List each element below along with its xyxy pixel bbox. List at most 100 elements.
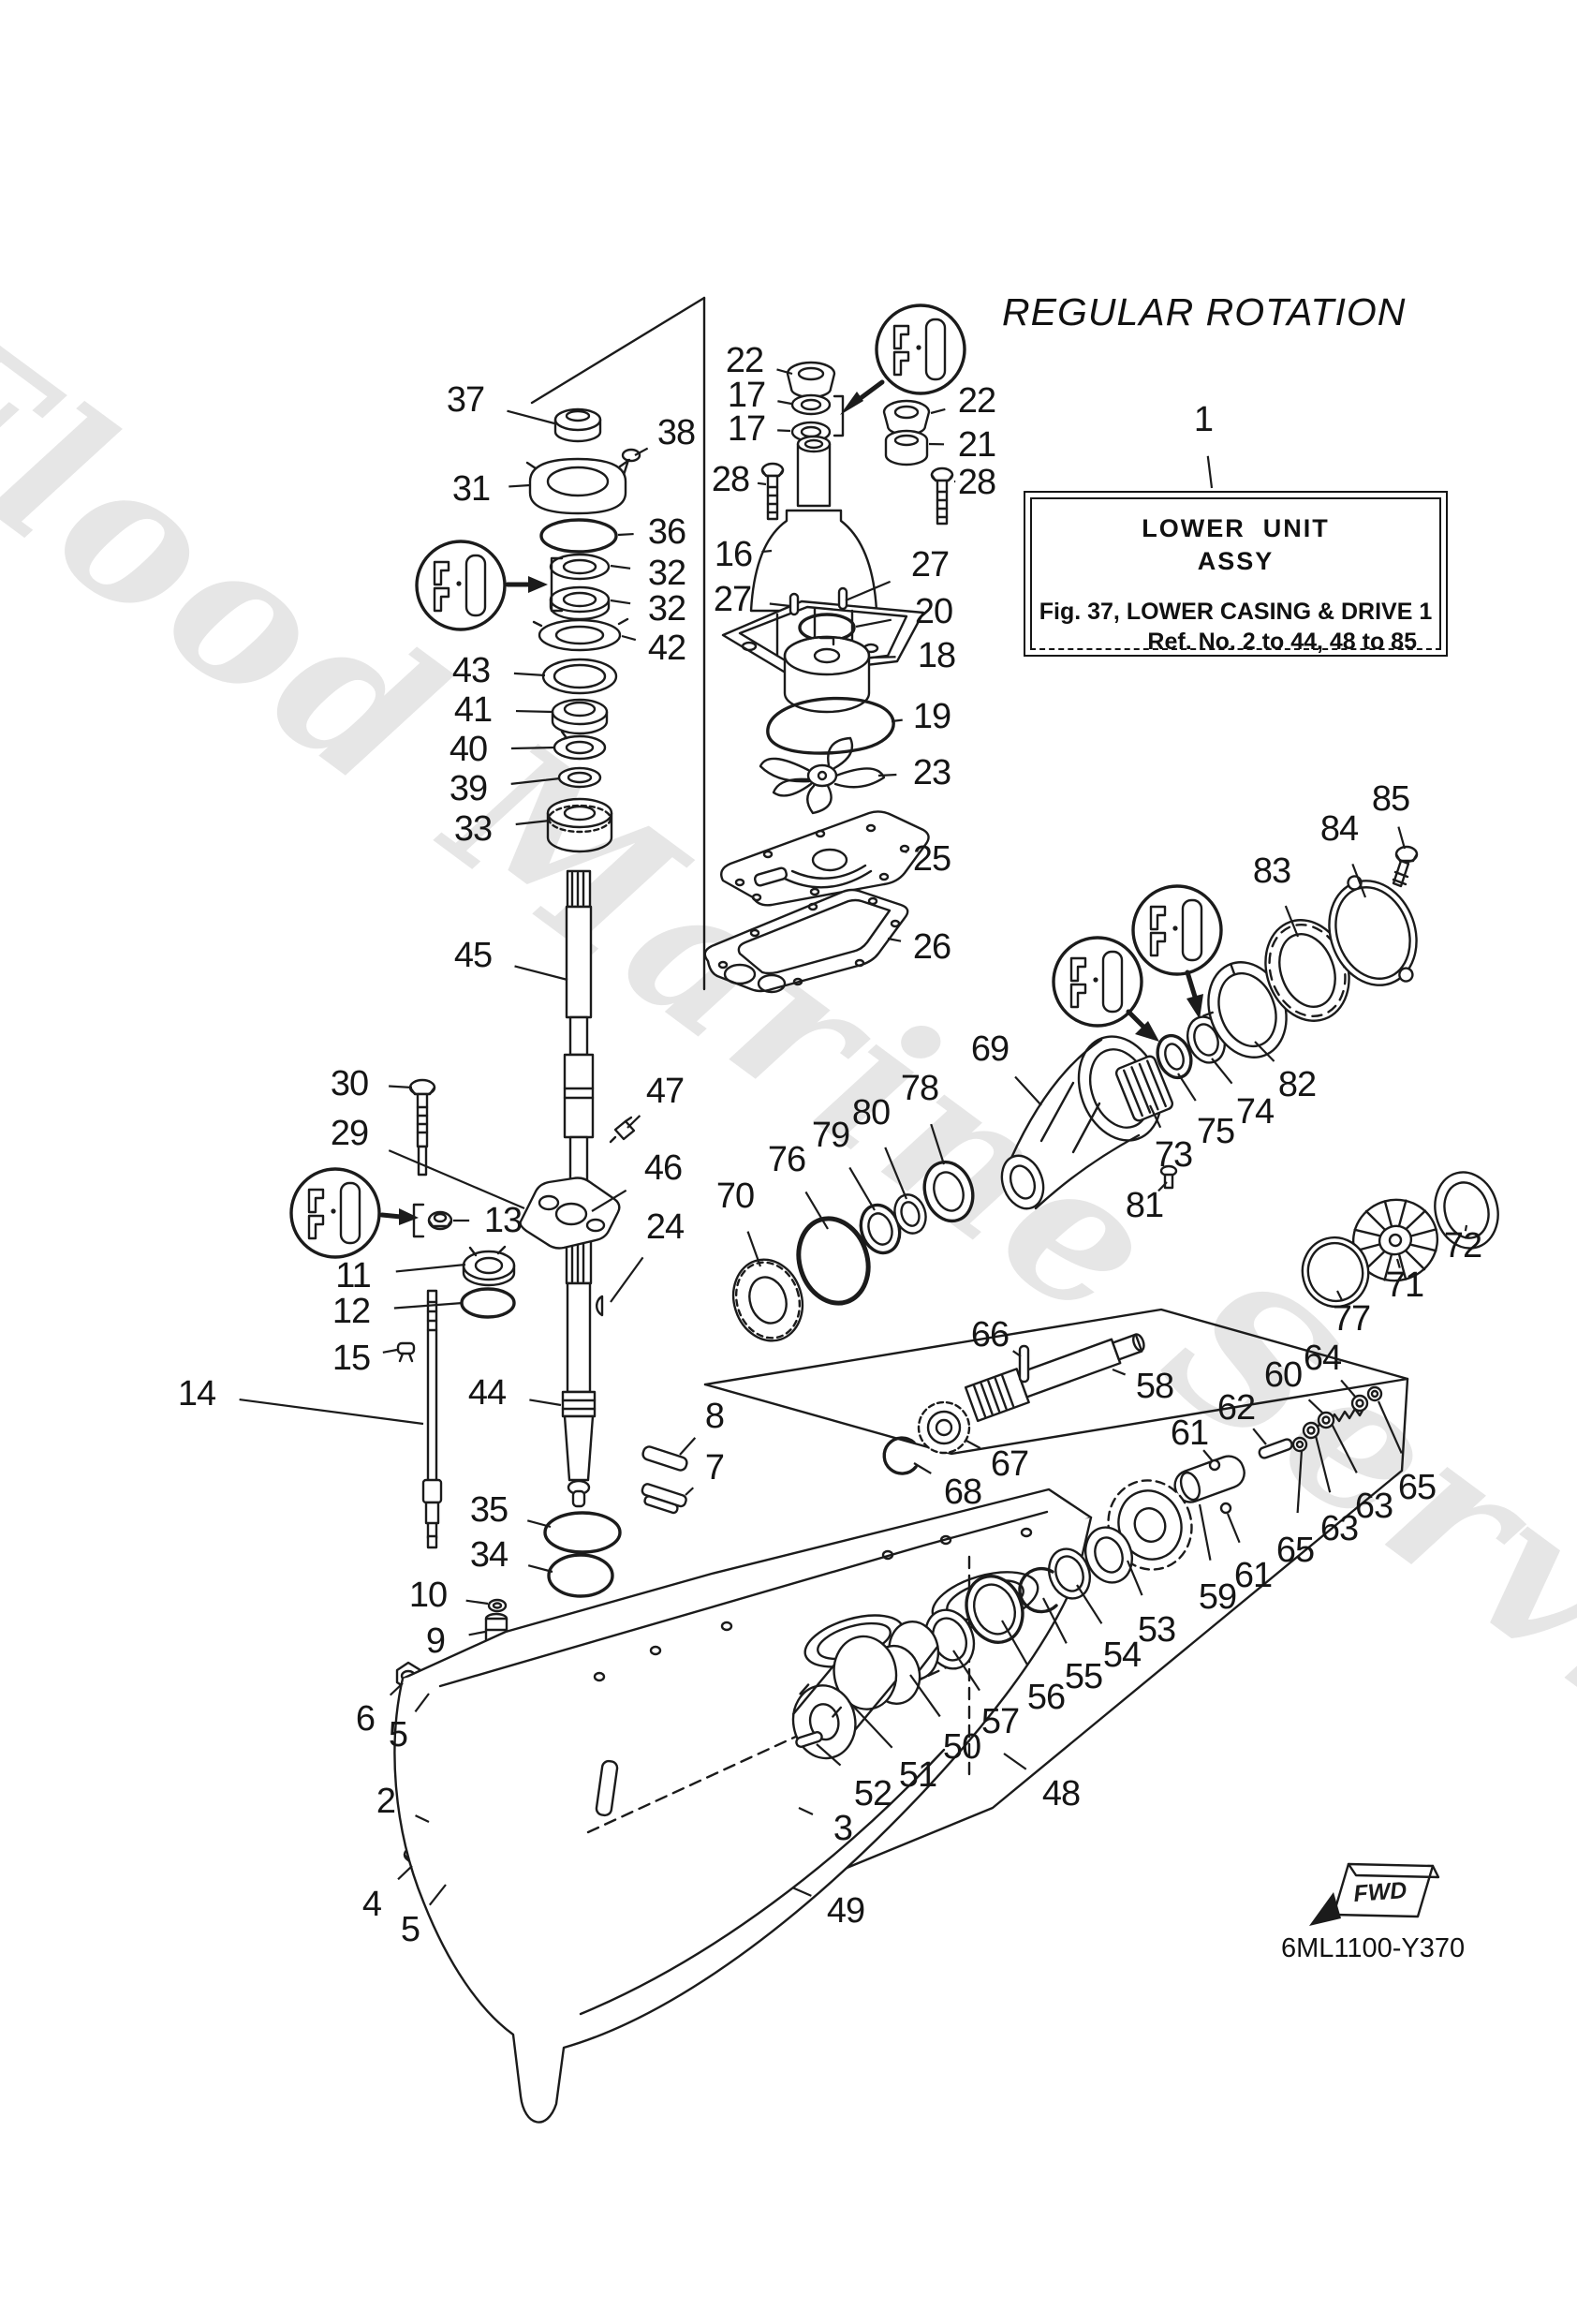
callout-56: 56 [1026,1678,1066,1717]
callout-63: 63 [1354,1487,1393,1526]
callout-34: 34 [469,1535,508,1575]
callout-52: 52 [853,1774,892,1813]
callout-10: 10 [408,1576,448,1615]
callout-37: 37 [446,380,485,420]
callout-63: 63 [1319,1509,1359,1548]
fwd-label: FWD [1352,1877,1408,1907]
callout-75: 75 [1196,1112,1235,1151]
leader-line-65 [1377,1400,1403,1454]
leader-line-27 [845,580,892,602]
callout-51: 51 [898,1755,937,1795]
callout-61: 61 [1170,1414,1209,1453]
callout-43: 43 [451,651,491,690]
leader-line-57 [952,1650,980,1692]
leader-line-38 [634,447,649,456]
leader-line-80 [884,1147,908,1200]
leader-line-77 [1336,1290,1344,1302]
callout-59: 59 [1198,1577,1237,1617]
leader-line-85 [1397,826,1407,850]
callout-41: 41 [453,690,493,730]
leader-line-17 [777,400,792,406]
leader-line-32 [610,599,631,605]
callout-49: 49 [826,1891,865,1931]
callout-76: 76 [767,1140,806,1179]
leader-line-49 [791,1886,812,1897]
callout-46: 46 [643,1148,683,1188]
callout-21: 21 [957,425,996,465]
leader-line-50 [909,1674,941,1718]
callout-26: 26 [912,927,951,967]
callout-19: 19 [912,697,951,736]
callout-12: 12 [332,1292,371,1331]
driveshaft-drawing [561,869,597,1508]
callout-20: 20 [914,592,953,631]
leader-line-36 [617,532,634,537]
leader-line-23 [877,773,897,777]
callout-38: 38 [656,413,696,452]
callout-74: 74 [1235,1092,1275,1132]
callout-55: 55 [1064,1657,1103,1696]
leader-line-5 [428,1884,447,1906]
callout-47: 47 [645,1072,685,1111]
callout-5: 5 [400,1910,420,1949]
callout-44: 44 [467,1373,507,1413]
callout-25: 25 [912,839,951,879]
callout-81: 81 [1125,1186,1164,1225]
upper-bearing-stack-drawing [525,407,641,853]
callout-1: 1 [1193,400,1214,439]
leader-line-9 [468,1630,486,1636]
callout-54: 54 [1102,1636,1142,1675]
assy-box-line2: ASSY [1197,547,1275,575]
callout-82: 82 [1277,1065,1317,1104]
leader-line-37 [507,409,555,425]
drive-keys-drawing [641,1445,688,1515]
leader-line-32 [610,564,631,570]
leader-line-34 [527,1564,553,1574]
leader-line-73 [1149,1104,1162,1129]
leader-line-4 [397,1865,413,1881]
callout-16: 16 [714,535,753,574]
leader-line-67 [965,1440,981,1449]
callout-50: 50 [942,1727,981,1767]
callout-7: 7 [704,1448,725,1488]
leader-line-43 [513,672,546,677]
leader-line-54 [1076,1584,1103,1624]
callout-60: 60 [1263,1355,1303,1395]
callout-4: 4 [361,1885,382,1924]
callout-15: 15 [332,1339,371,1378]
leader-line-64 [1340,1379,1357,1399]
callout-68: 68 [943,1473,982,1512]
leader-line-14 [239,1398,424,1426]
callout-8: 8 [704,1397,725,1436]
leader-line-52 [816,1743,842,1767]
leader-line-81 [1157,1181,1168,1192]
callout-22: 22 [957,381,996,421]
leader-line-24 [610,1256,644,1303]
callout-13: 13 [483,1201,523,1240]
leader-line-2 [415,1814,430,1823]
leader-line-61 [1202,1449,1214,1462]
leader-line-82 [1254,1041,1275,1062]
leader-line-1 [1206,455,1214,489]
leader-line-47 [626,1115,641,1129]
callout-9: 9 [425,1621,446,1661]
callout-70: 70 [715,1177,755,1216]
leader-line-65 [1296,1449,1304,1514]
callout-17: 17 [727,376,766,415]
callout-27: 27 [910,545,950,585]
callout-67: 67 [990,1444,1029,1484]
leader-line-30 [389,1085,413,1089]
callout-45: 45 [453,936,493,975]
callout-79: 79 [811,1116,850,1155]
leader-line-18 [870,656,896,659]
leader-line-42 [621,634,637,642]
callout-22: 22 [725,341,764,380]
leader-line-48 [1003,1753,1027,1770]
leader-line-55 [1042,1597,1068,1644]
callout-72: 72 [1443,1226,1482,1266]
assy-box-ref-line: Ref. No. 2 to 44, 48 to 85 [1147,629,1417,655]
callout-29: 29 [330,1114,369,1153]
leader-line-39 [510,777,561,785]
lower-unit-assy-box-inner: LOWER UNIT ASSY Fig. 37, LOWER CASING & … [1030,497,1441,655]
